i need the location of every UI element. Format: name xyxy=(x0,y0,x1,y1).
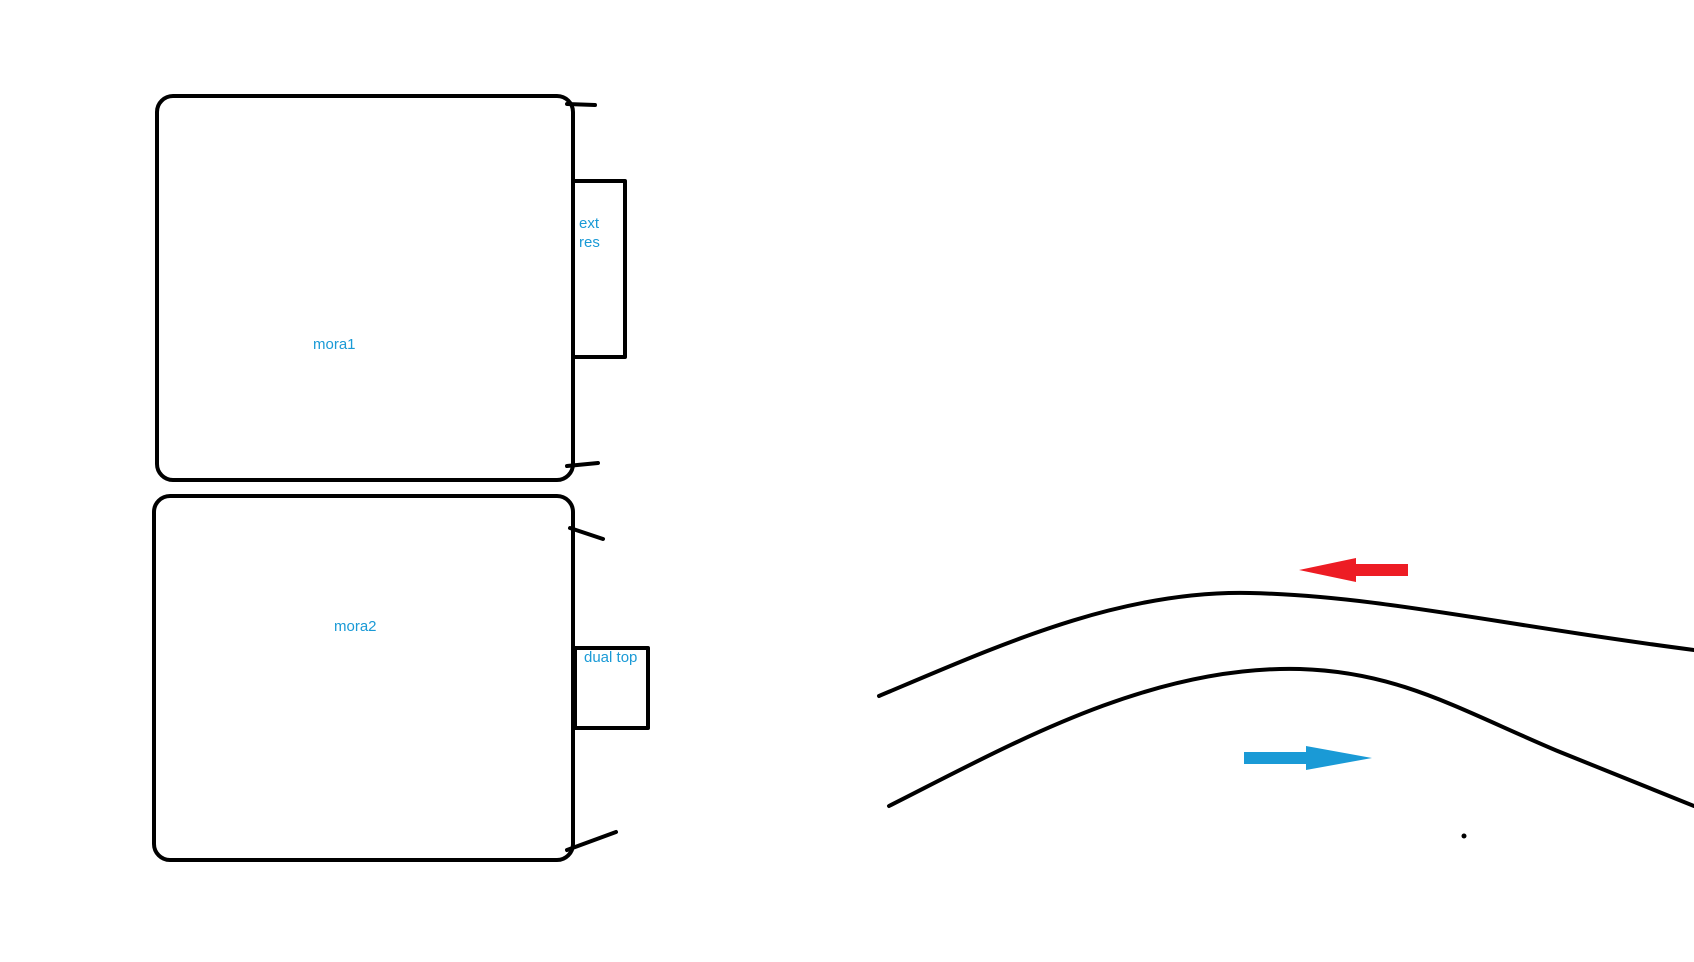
mora2-bottom-handle xyxy=(565,830,618,852)
mora1-label: mora1 xyxy=(313,336,356,353)
mora2-group: dual top mora2 xyxy=(152,494,650,862)
ext-res-box xyxy=(571,179,627,359)
dual-top-label: dual top xyxy=(584,649,637,666)
ext-res-label-line2: res xyxy=(579,234,600,251)
arrow-left-icon xyxy=(1299,558,1408,582)
mora2-box xyxy=(152,494,575,862)
mora1-bottom-handle xyxy=(565,461,600,468)
ext-res-label-line1: ext xyxy=(579,215,600,232)
curve-upper-line xyxy=(877,590,1694,698)
curve-lower-line xyxy=(887,666,1694,808)
mora1-top-handle xyxy=(565,102,597,107)
mora1-group: ext res mora1 xyxy=(155,94,627,482)
mora2-top-handle xyxy=(568,526,605,541)
arrow-right-icon xyxy=(1244,746,1372,770)
dual-top-box xyxy=(573,646,650,730)
mora2-label: mora2 xyxy=(334,618,377,635)
stray-dot xyxy=(1461,833,1467,839)
mora1-box xyxy=(155,94,575,482)
